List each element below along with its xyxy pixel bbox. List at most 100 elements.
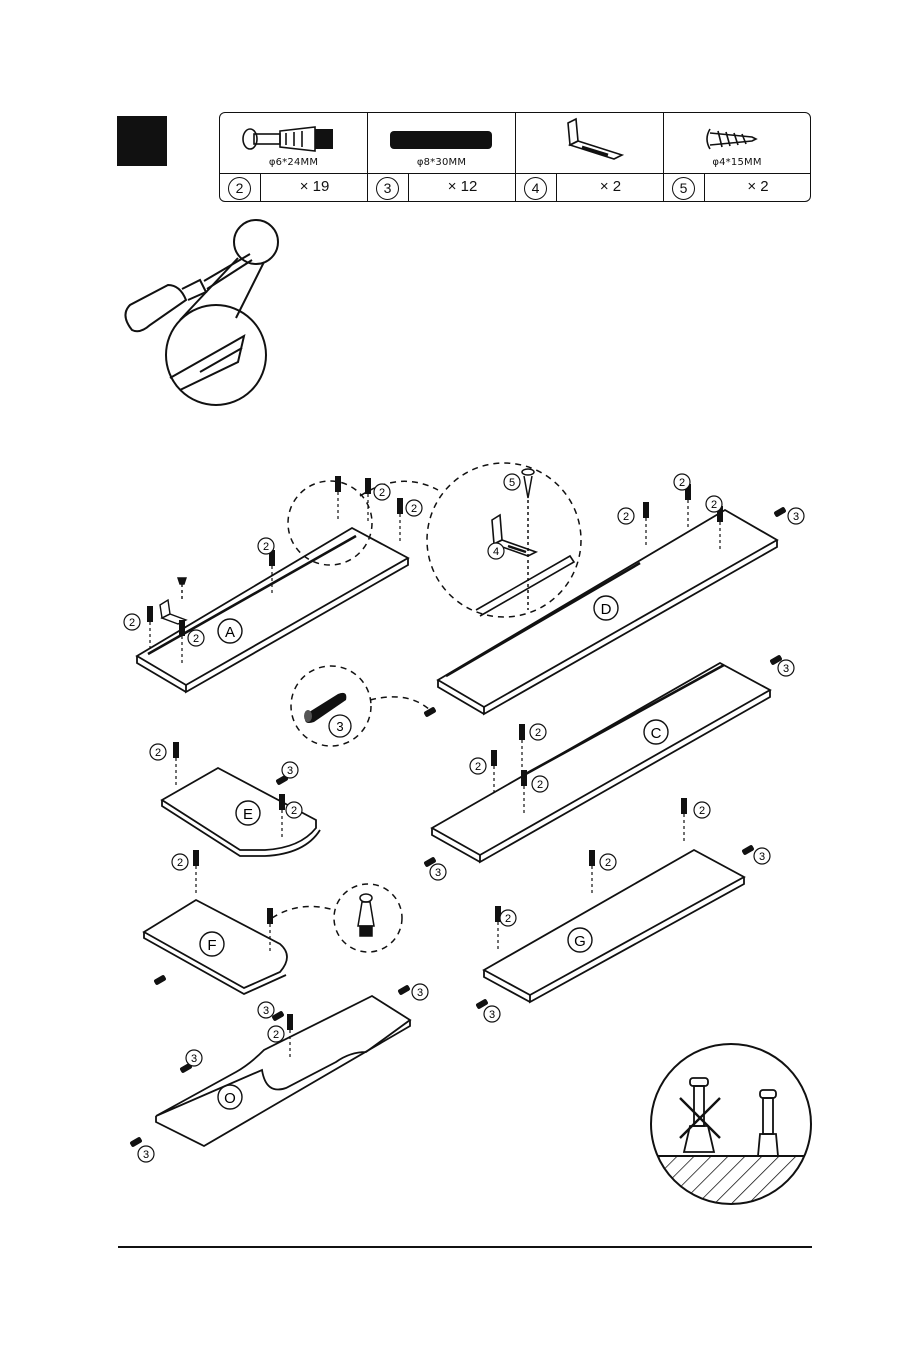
- svg-text:2: 2: [475, 761, 481, 773]
- part-callout-badge: 3: [258, 1002, 274, 1018]
- part-callout-badge: 2: [600, 854, 616, 870]
- cam-bolt-icon: [147, 606, 153, 650]
- svg-text:3: 3: [435, 867, 441, 879]
- svg-text:2: 2: [379, 487, 385, 499]
- cam-bolt-icon: [643, 502, 649, 546]
- l-bracket-icon: [160, 578, 186, 624]
- svg-text:2: 2: [193, 633, 199, 645]
- cam-bolt-icon: [495, 906, 501, 950]
- wooden-dowel-icon: [773, 506, 786, 517]
- svg-text:3: 3: [759, 851, 765, 863]
- part-callout-badge: 3: [138, 1146, 154, 1162]
- svg-text:3: 3: [783, 663, 789, 675]
- detail-number-4: 4: [488, 543, 504, 559]
- cam-bolt-icon: [521, 770, 527, 814]
- cam-bolt-icon: [173, 742, 179, 786]
- cam-bolt-icon: [589, 850, 595, 894]
- part-callout-badge: 2: [124, 614, 140, 630]
- cam-bolt-icon: [358, 894, 374, 936]
- svg-text:4: 4: [493, 546, 499, 558]
- panel-label-e: E: [243, 806, 253, 823]
- cam-bolt-icon: [335, 476, 341, 520]
- svg-text:3: 3: [336, 719, 343, 734]
- svg-text:2: 2: [605, 857, 611, 869]
- svg-text:3: 3: [793, 511, 799, 523]
- cam-bolt-icon: [681, 798, 687, 842]
- part-callout-badge: 2: [172, 854, 188, 870]
- part-callout-badge: 2: [706, 496, 722, 512]
- part-callout-badge: 3: [788, 508, 804, 524]
- part-callout-badge: 3: [430, 864, 446, 880]
- cam-bolt-icon: [397, 498, 403, 542]
- svg-text:2: 2: [177, 857, 183, 869]
- part-callout-badge: 2: [188, 630, 204, 646]
- svg-text:2: 2: [129, 617, 135, 629]
- part-callout-badge: 2: [406, 500, 422, 516]
- svg-text:2: 2: [537, 779, 543, 791]
- svg-text:2: 2: [679, 477, 685, 489]
- svg-text:3: 3: [263, 1005, 269, 1017]
- svg-text:2: 2: [623, 511, 629, 523]
- cam-bolt-icon: [491, 750, 497, 794]
- wooden-dowel-icon: [741, 844, 754, 855]
- part-callout-badge: 2: [530, 724, 546, 740]
- part-callout-badge: 2: [258, 538, 274, 554]
- l-bracket-icon: [476, 515, 574, 616]
- svg-text:2: 2: [711, 499, 717, 511]
- svg-text:3: 3: [191, 1053, 197, 1065]
- svg-text:2: 2: [291, 805, 297, 817]
- panel-o: [156, 996, 410, 1146]
- panel-label-a: A: [225, 624, 235, 641]
- part-callout-badge: 2: [374, 484, 390, 500]
- detail-number-3: 3: [329, 715, 351, 737]
- detail-leader-line: [360, 481, 438, 496]
- svg-text:2: 2: [155, 747, 161, 759]
- cam-bolt-leader-line: [272, 906, 334, 918]
- cam-bolt-icon: [365, 478, 371, 522]
- wooden-dowel-icon: [423, 706, 436, 717]
- part-callout-badge: 2: [618, 508, 634, 524]
- wooden-dowel-icon: [153, 974, 166, 985]
- cam-bolt-icon: [685, 484, 691, 528]
- part-callout-badge: 2: [470, 758, 486, 774]
- svg-text:2: 2: [505, 913, 511, 925]
- detail-number-5: 5: [504, 474, 520, 490]
- svg-text:5: 5: [509, 477, 515, 489]
- panel-label-d: D: [601, 601, 612, 618]
- install-depth-detail: [640, 1044, 830, 1216]
- cam-bolt-icon: [519, 724, 525, 768]
- part-callout-badge: 3: [754, 848, 770, 864]
- dowel-leader-line: [370, 697, 432, 712]
- detail-callout-ring: [288, 481, 372, 565]
- svg-text:3: 3: [489, 1009, 495, 1021]
- part-callout-badge: 2: [500, 910, 516, 926]
- panel-label-f: F: [207, 937, 216, 954]
- svg-text:2: 2: [699, 805, 705, 817]
- svg-text:2: 2: [411, 503, 417, 515]
- part-callout-badge: 2: [150, 744, 166, 760]
- panel-label-g: G: [574, 933, 586, 950]
- wooden-dowel-icon: [397, 984, 410, 995]
- svg-text:2: 2: [535, 727, 541, 739]
- svg-text:2: 2: [273, 1029, 279, 1041]
- svg-text:2: 2: [263, 541, 269, 553]
- footer-rule: [118, 1246, 812, 1248]
- cam-bolt-icon: [267, 908, 273, 952]
- cam-bolt-icon: [269, 550, 275, 594]
- svg-text:3: 3: [287, 765, 293, 777]
- cam-bolt-icon: [179, 620, 185, 664]
- svg-text:3: 3: [417, 987, 423, 999]
- part-callout-badge: 2: [532, 776, 548, 792]
- part-callout-badge: 3: [186, 1050, 202, 1066]
- panel-label-c: C: [651, 725, 662, 742]
- part-callout-badge: 3: [484, 1006, 500, 1022]
- part-callout-badge: 2: [674, 474, 690, 490]
- part-callout-badge: 3: [282, 762, 298, 778]
- wooden-dowel-icon: [129, 1136, 142, 1147]
- cam-bolt-icon: [717, 506, 723, 550]
- panel-g: [484, 850, 744, 1002]
- svg-text:3: 3: [143, 1149, 149, 1161]
- part-callout-badge: 2: [268, 1026, 284, 1042]
- part-callout-badge: 3: [412, 984, 428, 1000]
